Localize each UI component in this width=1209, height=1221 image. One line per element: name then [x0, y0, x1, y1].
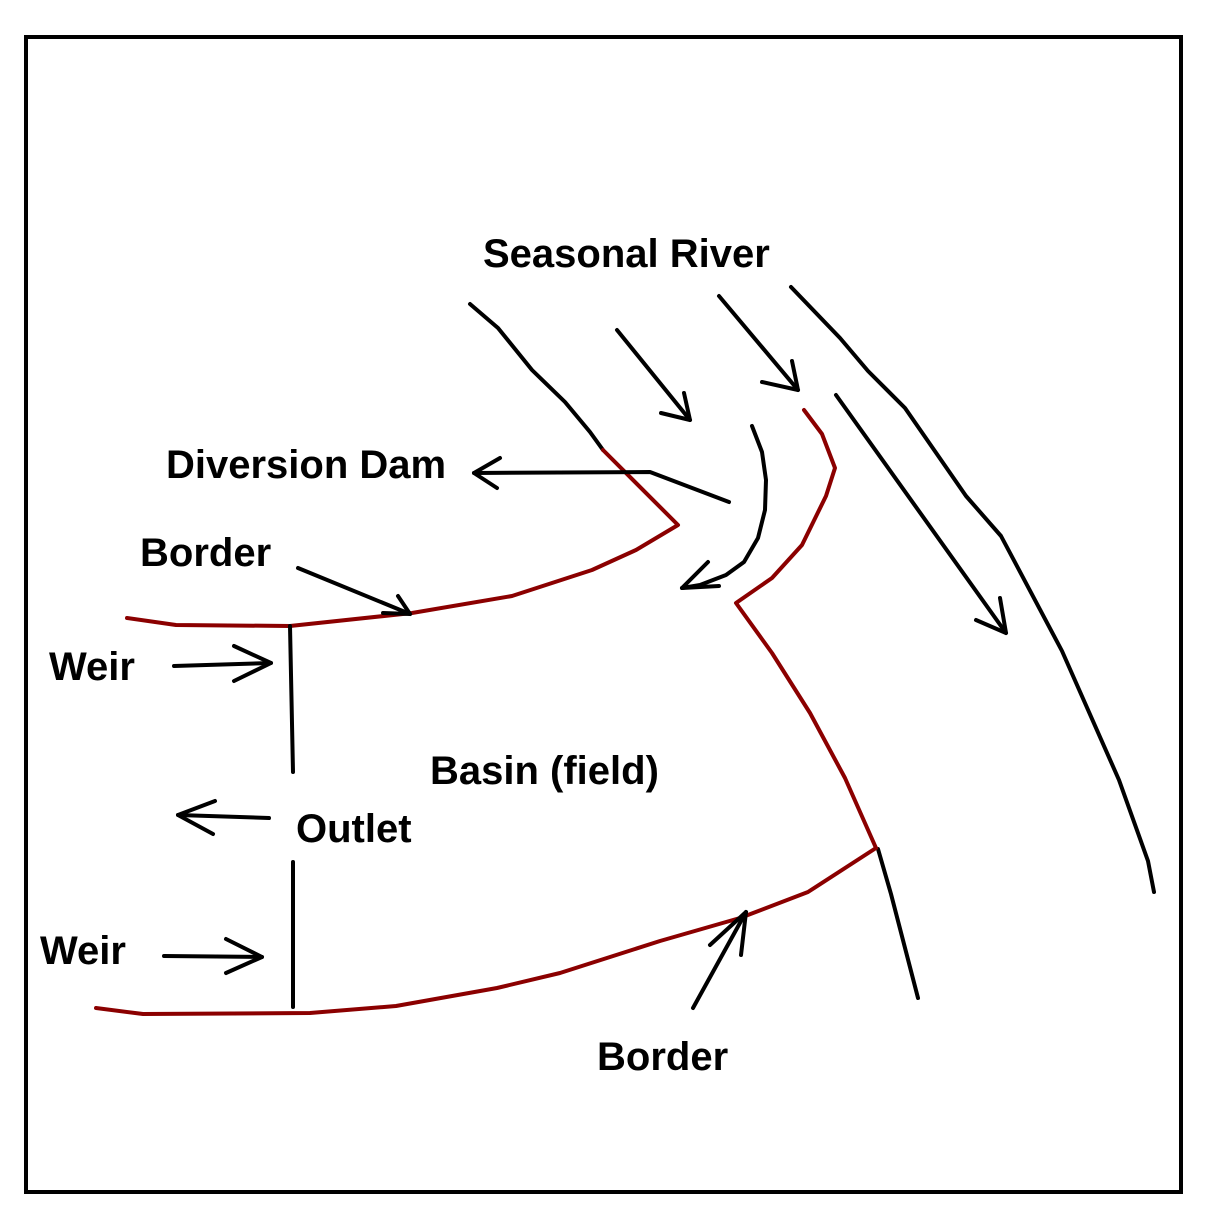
river-right-bank: [789, 285, 1156, 894]
weir-top-line: [288, 624, 295, 774]
border-line-right: [734, 408, 878, 850]
label-basin: Basin (field): [430, 749, 659, 793]
river-left-bank: [468, 302, 605, 452]
diversion-channel: [680, 424, 768, 590]
label-border-bottom: Border: [597, 1035, 728, 1079]
label-weir-top: Weir: [49, 645, 135, 689]
label-border-top: Border: [140, 531, 271, 575]
river-flow-arrowhead-1-icon: [659, 391, 692, 422]
label-seasonal-river: Seasonal River: [483, 232, 770, 276]
label-outlet: Outlet: [296, 807, 412, 851]
frame: [24, 35, 1183, 1194]
weir-top-pointer: [172, 661, 273, 668]
river-flow-arrow-2: [717, 294, 800, 392]
border-bottom-pointer: [691, 910, 748, 1010]
river-flow-arrowhead-2-icon: [760, 359, 800, 392]
label-diversion-dam: Diversion Dam: [166, 443, 446, 487]
river-flow-arrowhead-3-icon: [974, 596, 1008, 635]
outlet-arrowhead-icon: [176, 799, 217, 836]
outlet-arrow: [176, 813, 271, 820]
border-top-pointer: [296, 566, 412, 616]
diversion-dam-pointer: [472, 470, 731, 504]
weir-top-arrowhead-icon: [232, 644, 273, 683]
river-flow-arrow-3: [834, 393, 1008, 635]
border-top-arrowhead-icon: [381, 594, 412, 616]
label-weir-bottom: Weir: [40, 929, 126, 973]
diversion-dam-arrowhead-icon: [472, 456, 502, 490]
weir-bottom-arrowhead-icon: [224, 937, 264, 975]
weir-bottom-pointer: [162, 954, 264, 959]
diversion-arrowhead-icon: [680, 560, 721, 590]
border-line-bottom: [94, 846, 878, 1016]
river-flow-arrow-1: [615, 328, 692, 422]
border-bottom-arrowhead-icon: [708, 910, 748, 957]
river-lower-bank: [876, 847, 920, 1000]
border-line-top: [125, 448, 680, 628]
